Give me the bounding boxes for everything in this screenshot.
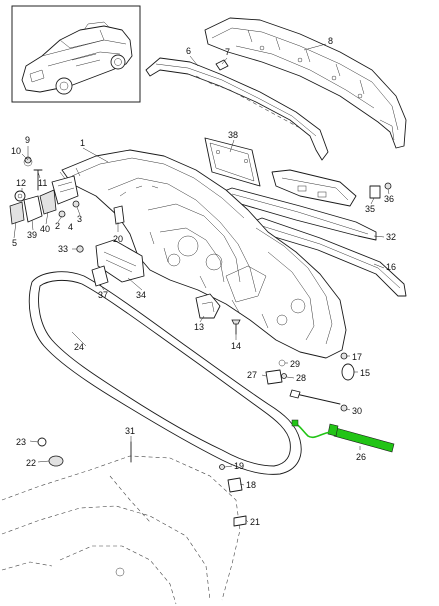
part-30-mount: [340, 404, 348, 412]
part-20-buffer: [113, 205, 125, 225]
callout-22: 22: [26, 458, 36, 468]
part-11-pin: [33, 169, 43, 191]
callout-17: 17: [352, 352, 362, 362]
callout-15: 15: [360, 368, 370, 378]
part-10-washer: [23, 157, 33, 167]
part-23-bump-stop: [37, 437, 47, 447]
part-19-screw: [219, 464, 225, 470]
part-26-spindle-drive: [291, 419, 395, 453]
vehicle-thumbnail: [11, 5, 141, 103]
part-12-grommet: [14, 190, 26, 202]
part-36-nut: [384, 182, 392, 190]
callout-36: 36: [384, 194, 394, 204]
part-22-buffer: [48, 455, 64, 467]
callout-5: 5: [12, 238, 17, 248]
part-33-bolt: [76, 245, 84, 253]
callout-9: 9: [25, 135, 30, 145]
callout-29: 29: [290, 359, 300, 369]
callout-4: 4: [68, 222, 73, 232]
callout-21: 21: [250, 517, 260, 527]
part-21-bolt: [233, 515, 247, 527]
part-35-bolt: [369, 185, 381, 199]
callout-19: 19: [234, 461, 244, 471]
callout-34: 34: [136, 290, 146, 300]
callout-18: 18: [246, 480, 256, 490]
tailgate-body: [59, 149, 347, 359]
vehicle-body-outline: [1, 455, 241, 605]
part-15-bracket: [341, 363, 355, 381]
callout-labels: 1 2 3 4 5 6 7 8 9 10 11 12 13 14 15 16 1…: [11, 36, 396, 527]
part-18-striker: [227, 477, 243, 493]
callout-27: 27: [247, 370, 257, 380]
part-14-screw: [231, 319, 241, 335]
callout-11: 11: [38, 178, 47, 188]
rear-spoiler: [204, 17, 407, 149]
part-13-lock: [195, 293, 221, 319]
part-28-clip: [281, 373, 287, 379]
lower-trim-strip: [251, 217, 407, 297]
callout-31: 31: [125, 426, 135, 436]
callout-20: 20: [113, 234, 123, 244]
callout-24: 24: [74, 342, 84, 352]
part-34-bracket: [95, 239, 145, 283]
callout-10: 10: [11, 146, 21, 156]
part-29-washer: [278, 359, 286, 367]
callout-38: 38: [228, 130, 238, 140]
callout-2: 2: [55, 221, 60, 231]
callout-7: 7: [225, 47, 230, 57]
callout-37: 37: [98, 290, 108, 300]
tailgate-seal: [28, 271, 302, 475]
callout-16: 16: [386, 262, 396, 272]
callout-6: 6: [186, 46, 191, 56]
callout-23: 23: [16, 437, 26, 447]
callout-1: 1: [80, 138, 85, 148]
callout-35: 35: [365, 204, 375, 214]
callout-33: 33: [58, 244, 68, 254]
callout-14: 14: [231, 341, 241, 351]
callout-30: 30: [352, 406, 362, 416]
callout-40: 40: [40, 224, 50, 234]
callout-12: 12: [16, 178, 26, 188]
part-7-clip: [215, 59, 229, 71]
license-plate-holder: [204, 137, 261, 187]
callout-32: 32: [386, 232, 396, 242]
gas-strut: [289, 389, 341, 405]
leader-lines: [13, 43, 390, 523]
part-37-clip: [91, 265, 109, 287]
callout-8: 8: [328, 36, 333, 46]
callout-3: 3: [77, 214, 82, 224]
callout-28: 28: [296, 373, 306, 383]
roof-trim-strip: [145, 57, 329, 161]
part-27-ball-stud: [265, 369, 283, 385]
callout-13: 13: [194, 322, 204, 332]
tailgate-handle-trim: [271, 169, 357, 207]
callout-39: 39: [27, 230, 37, 240]
hinge-assembly: [9, 175, 79, 225]
callout-26: 26: [356, 452, 366, 462]
part-3-bolt: [72, 200, 80, 208]
